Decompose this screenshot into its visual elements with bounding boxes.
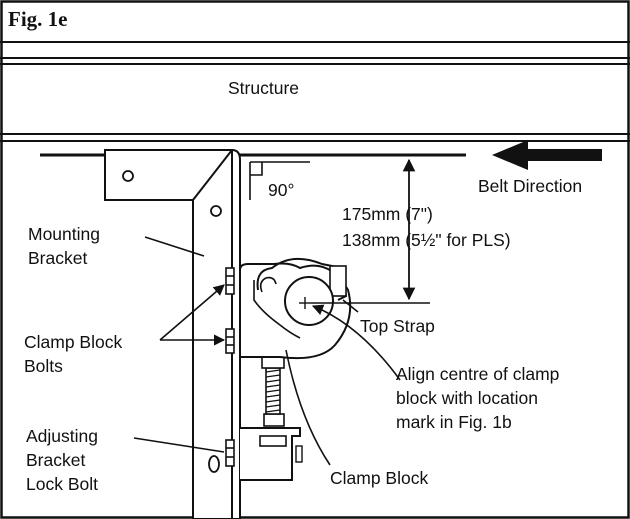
bolt-head-side — [295, 445, 303, 463]
leader-top-strap — [342, 299, 359, 313]
belt-direction-arrow — [492, 140, 602, 170]
clamp-block-bolt-lower — [225, 328, 235, 354]
adjusting-nut — [263, 413, 285, 427]
top-strap — [256, 257, 348, 301]
clamp-block-label: Clamp Block — [330, 468, 429, 488]
dimension-label-1: 175mm (7") — [342, 204, 433, 224]
belt-direction-label: Belt Direction — [478, 176, 583, 196]
clamp-block-inner — [253, 280, 301, 339]
clamp-block-bolt-upper — [225, 267, 235, 295]
strap-hook — [259, 276, 277, 293]
align-note-label: Align centre of clamp block with locatio… — [396, 364, 560, 432]
bracket-hole-middle — [210, 205, 222, 217]
adjusting-nut-lower — [259, 435, 287, 447]
clamp-block-bolts-label: Clamp Block Bolts — [24, 332, 123, 376]
pipe — [284, 276, 334, 326]
bracket-slot-hole — [208, 455, 220, 473]
angle-label: 90° — [268, 180, 295, 200]
leader-lock-bolt — [133, 437, 225, 453]
bracket-hole-top — [122, 170, 134, 182]
leader-clamp-bolts-upper — [159, 284, 225, 341]
dimension-label-2: 138mm (5½" for PLS) — [342, 230, 511, 250]
right-angle-marker — [249, 161, 310, 200]
leader-clamp-block — [285, 349, 331, 466]
adjusting-bracket-lock-bolt-label: Adjusting Bracket Lock Bolt — [26, 426, 98, 494]
leader-align-note — [311, 304, 401, 381]
leader-mounting-bracket — [144, 236, 205, 257]
top-strap-tab — [329, 265, 347, 297]
lock-bolt — [225, 439, 235, 467]
mounting-bracket-label: Mounting Bracket — [28, 224, 100, 268]
figure-title: Fig. 1e — [8, 7, 68, 31]
structure-label: Structure — [228, 78, 299, 98]
top-strap-label: Top Strap — [360, 316, 435, 336]
threaded-rod — [261, 355, 285, 415]
